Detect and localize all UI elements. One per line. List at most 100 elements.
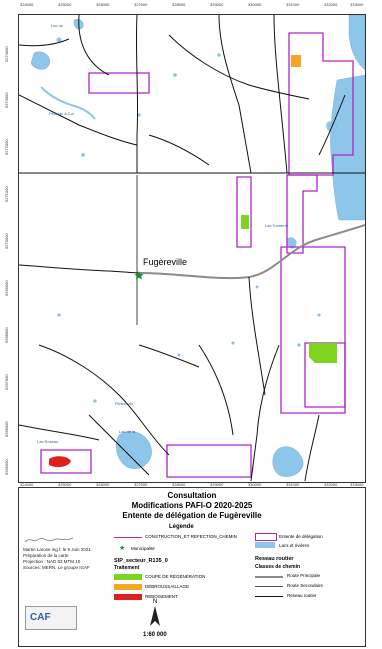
lake-label: Rivière du (115, 401, 134, 406)
tick-top: 326000 (96, 2, 110, 7)
tick-bottom: 325000 (58, 482, 72, 487)
legend-coupe: COUPE DE RÉGÉNÉRATION (145, 574, 206, 579)
legend-lakes: Lacs et rivières (279, 543, 310, 548)
tick-top: 331000 (286, 2, 300, 7)
tick-top: 327000 (134, 2, 148, 7)
municipality-star[interactable] (134, 271, 144, 280)
legend-reboisement: REBOISEMENT (145, 594, 178, 599)
swatch-tertiaire (255, 596, 283, 597)
legend-secondaire: Route Secondaire (287, 583, 324, 588)
legend-traitement: Traitement (114, 565, 140, 571)
legend-reseau: Reseau routier (255, 556, 294, 562)
tick-bottom: 329000 (210, 482, 224, 487)
tick-side: 5267000 (4, 374, 9, 390)
road (138, 344, 200, 368)
swatch-reboisement (114, 594, 142, 600)
lake-label: Lac de la (119, 429, 136, 434)
swatch-delegation (255, 533, 277, 541)
tick-bottom: 333000 (350, 482, 364, 487)
lake-dot (177, 353, 181, 357)
road (19, 38, 70, 47)
town-label[interactable]: Fugèreville (143, 257, 188, 267)
lake-label: Lac du (51, 23, 64, 28)
tick-bottom: 327000 (134, 482, 148, 487)
credit-prep: Préparation de la carte (23, 553, 69, 558)
road (304, 414, 320, 482)
credit-author: Martin Larose ing.f. le 9 Juin 2021 (23, 547, 91, 552)
logo: CAF (25, 606, 77, 630)
lake-northwest (30, 51, 50, 70)
signature (24, 537, 74, 543)
tick-side: 5268000 (4, 327, 9, 343)
tick-side: 5271000 (4, 186, 9, 202)
swatch-secondaire (255, 586, 283, 587)
tick-top: 325000 (58, 2, 72, 7)
road (218, 15, 252, 174)
lake-dot (217, 53, 221, 57)
legend-debrous: DÉBROUSSAILLAGE (145, 584, 190, 589)
legend-classes: Classes de chemin (255, 564, 301, 570)
road (148, 134, 210, 166)
lake-dot (57, 313, 61, 317)
map-frame[interactable]: Lac du Petit lac à Cul Lac Tonnerre Lac … (18, 14, 366, 483)
credit-sources: Sources: MERN, Le groupe IGAF (23, 565, 90, 570)
lake-dot (173, 73, 177, 77)
lake-dot (317, 313, 321, 317)
north-label: N (153, 599, 158, 605)
delegation-strip (286, 174, 318, 254)
delegation-southwest (40, 449, 92, 474)
treatment-layer[interactable] (49, 55, 337, 468)
treatment-debroussaillage (291, 55, 301, 67)
legend-construction: CONSTRUCTION_ET REFECTION_CHEMIN (145, 534, 237, 539)
road (19, 264, 140, 274)
lake-river-channel (40, 86, 96, 120)
road (250, 344, 280, 482)
tick-bottom: 330000 (248, 482, 262, 487)
road (273, 15, 288, 174)
road (135, 15, 139, 173)
delegation-east (280, 246, 346, 414)
road (88, 414, 150, 476)
legend-delegation: Entente de délégation (279, 534, 323, 539)
tick-top: 328000 (172, 2, 186, 7)
tick-top: 330000 (248, 2, 262, 7)
tick-top: 324000 (20, 2, 34, 7)
road-secondary (138, 224, 365, 280)
tick-top: 333000 (350, 2, 364, 7)
delegation-center-small (236, 176, 252, 248)
lake-southwest (116, 431, 152, 469)
north-arrow-icon (150, 606, 160, 626)
road (19, 94, 138, 146)
lake-dot (231, 341, 235, 345)
tick-bottom: 326000 (96, 482, 110, 487)
lake-northeast (348, 15, 365, 71)
lake-label: Lac Tonnerre (265, 223, 289, 228)
road (168, 34, 310, 100)
treatment-reboisement (49, 456, 71, 468)
road (78, 15, 110, 76)
road (198, 344, 234, 436)
tick-top: 332000 (324, 2, 338, 7)
map-canvas[interactable] (19, 15, 365, 482)
swatch-coupe (114, 574, 142, 580)
tick-top: 329000 (210, 2, 224, 7)
tick-bottom: 332000 (324, 482, 338, 487)
road-layer (19, 15, 365, 482)
legend-header: Légende (169, 524, 194, 530)
delegation-layer[interactable] (40, 32, 354, 478)
title-consultation: Consultation (167, 491, 217, 500)
road (248, 276, 266, 396)
legend-sip: SIP_secteur_R135_0 (114, 558, 168, 564)
lake-south-center (272, 446, 304, 477)
title-entente: Entente de délégation de Fugèreville (122, 511, 262, 520)
lake-dot (297, 343, 301, 347)
tick-side: 5272000 (4, 139, 9, 155)
lake-dot (93, 399, 97, 403)
title-modifications: Modifications PAFI-O 2020-2025 (131, 501, 253, 510)
legend-principale: Route Principale (287, 573, 321, 578)
road (318, 94, 346, 156)
treatment-coupe (309, 343, 337, 363)
swatch-construction (114, 537, 142, 538)
lake-dot (137, 113, 141, 117)
lake-label: Petit lac à Cul (49, 111, 74, 116)
